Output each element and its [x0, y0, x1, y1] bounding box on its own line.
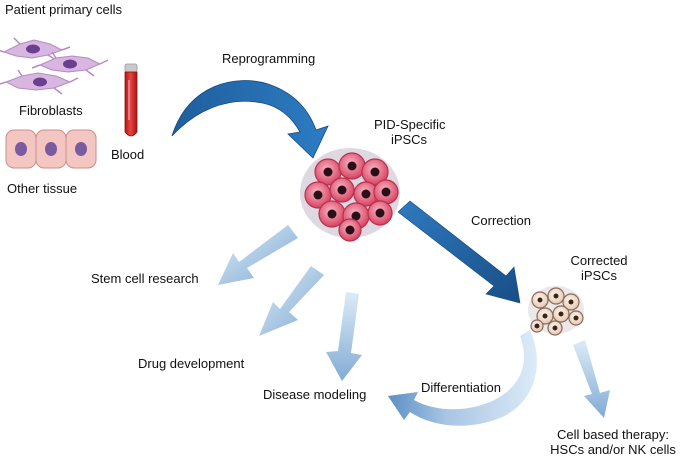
- correction-label: Correction: [471, 213, 531, 228]
- cell-nucleus: [537, 297, 543, 303]
- reprogramming-label: Reprogramming: [222, 51, 316, 66]
- differentiation-arrow: [388, 330, 537, 426]
- cell-nucleus: [361, 189, 371, 199]
- cell-nucleus: [573, 315, 579, 321]
- cell-nucleus: [370, 167, 380, 177]
- cell-nucleus: [347, 161, 357, 171]
- fibroblast-cells-icon: [0, 37, 109, 95]
- correction-arrow: [397, 200, 521, 304]
- reprogramming-arrow: [171, 80, 329, 159]
- corrected-ipscs-label: Corrected iPSCs: [568, 253, 630, 283]
- differentiation-label: Differentiation: [421, 380, 501, 395]
- corrected-line2: iPSCs: [580, 268, 618, 283]
- cell-nucleus: [568, 299, 574, 305]
- blood-label: Blood: [111, 147, 145, 162]
- cell-nucleus: [534, 323, 540, 329]
- cell-nucleus: [542, 313, 548, 319]
- cell-therapy-line1: Cell based therapy:: [556, 427, 669, 442]
- cell-nucleus: [345, 225, 355, 235]
- tissue-cells-icon: [5, 129, 97, 169]
- cell-nucleus: [558, 311, 564, 317]
- stem-cell-research-arrow: [218, 225, 298, 285]
- drug-development-arrow: [259, 266, 324, 336]
- cell-nucleus: [553, 293, 559, 299]
- patient-cells-heading: Patient primary cells: [5, 2, 123, 17]
- cell-therapy-label: Cell based therapy: HSCs and/or NK cells: [543, 427, 683, 457]
- disease-modeling-label: Disease modeling: [263, 387, 367, 402]
- cell-nucleus: [375, 208, 385, 218]
- disease-modeling-arrow: [326, 292, 362, 381]
- blood-tube-icon: [124, 63, 138, 137]
- cell-nucleus: [351, 211, 361, 221]
- corrected-line1: Corrected: [570, 253, 628, 268]
- cell-nucleus: [381, 187, 391, 197]
- fibroblasts-label: Fibroblasts: [19, 103, 83, 118]
- cell-nucleus: [337, 185, 347, 195]
- pid-specific-label: PID-Specific iPSCs: [374, 117, 446, 147]
- other-tissue-label: Other tissue: [7, 181, 78, 196]
- cell-therapy-line2: HSCs and/or NK cells: [550, 442, 676, 457]
- cell-nucleus: [323, 167, 333, 177]
- cell-nucleus: [313, 190, 323, 200]
- cell-therapy-arrow: [573, 340, 610, 418]
- cell-nucleus: [552, 325, 558, 331]
- pid-specific-line1: PID-Specific: [374, 117, 446, 132]
- pid-specific-line2: iPSCs: [390, 132, 428, 147]
- ipsc-colony-icon: [300, 148, 400, 242]
- cell-nucleus: [327, 209, 337, 219]
- stem-cell-research-label: Stem cell research: [91, 271, 199, 286]
- drug-development-label: Drug development: [138, 356, 245, 371]
- corrected-ipsc-colony-icon: [528, 286, 584, 336]
